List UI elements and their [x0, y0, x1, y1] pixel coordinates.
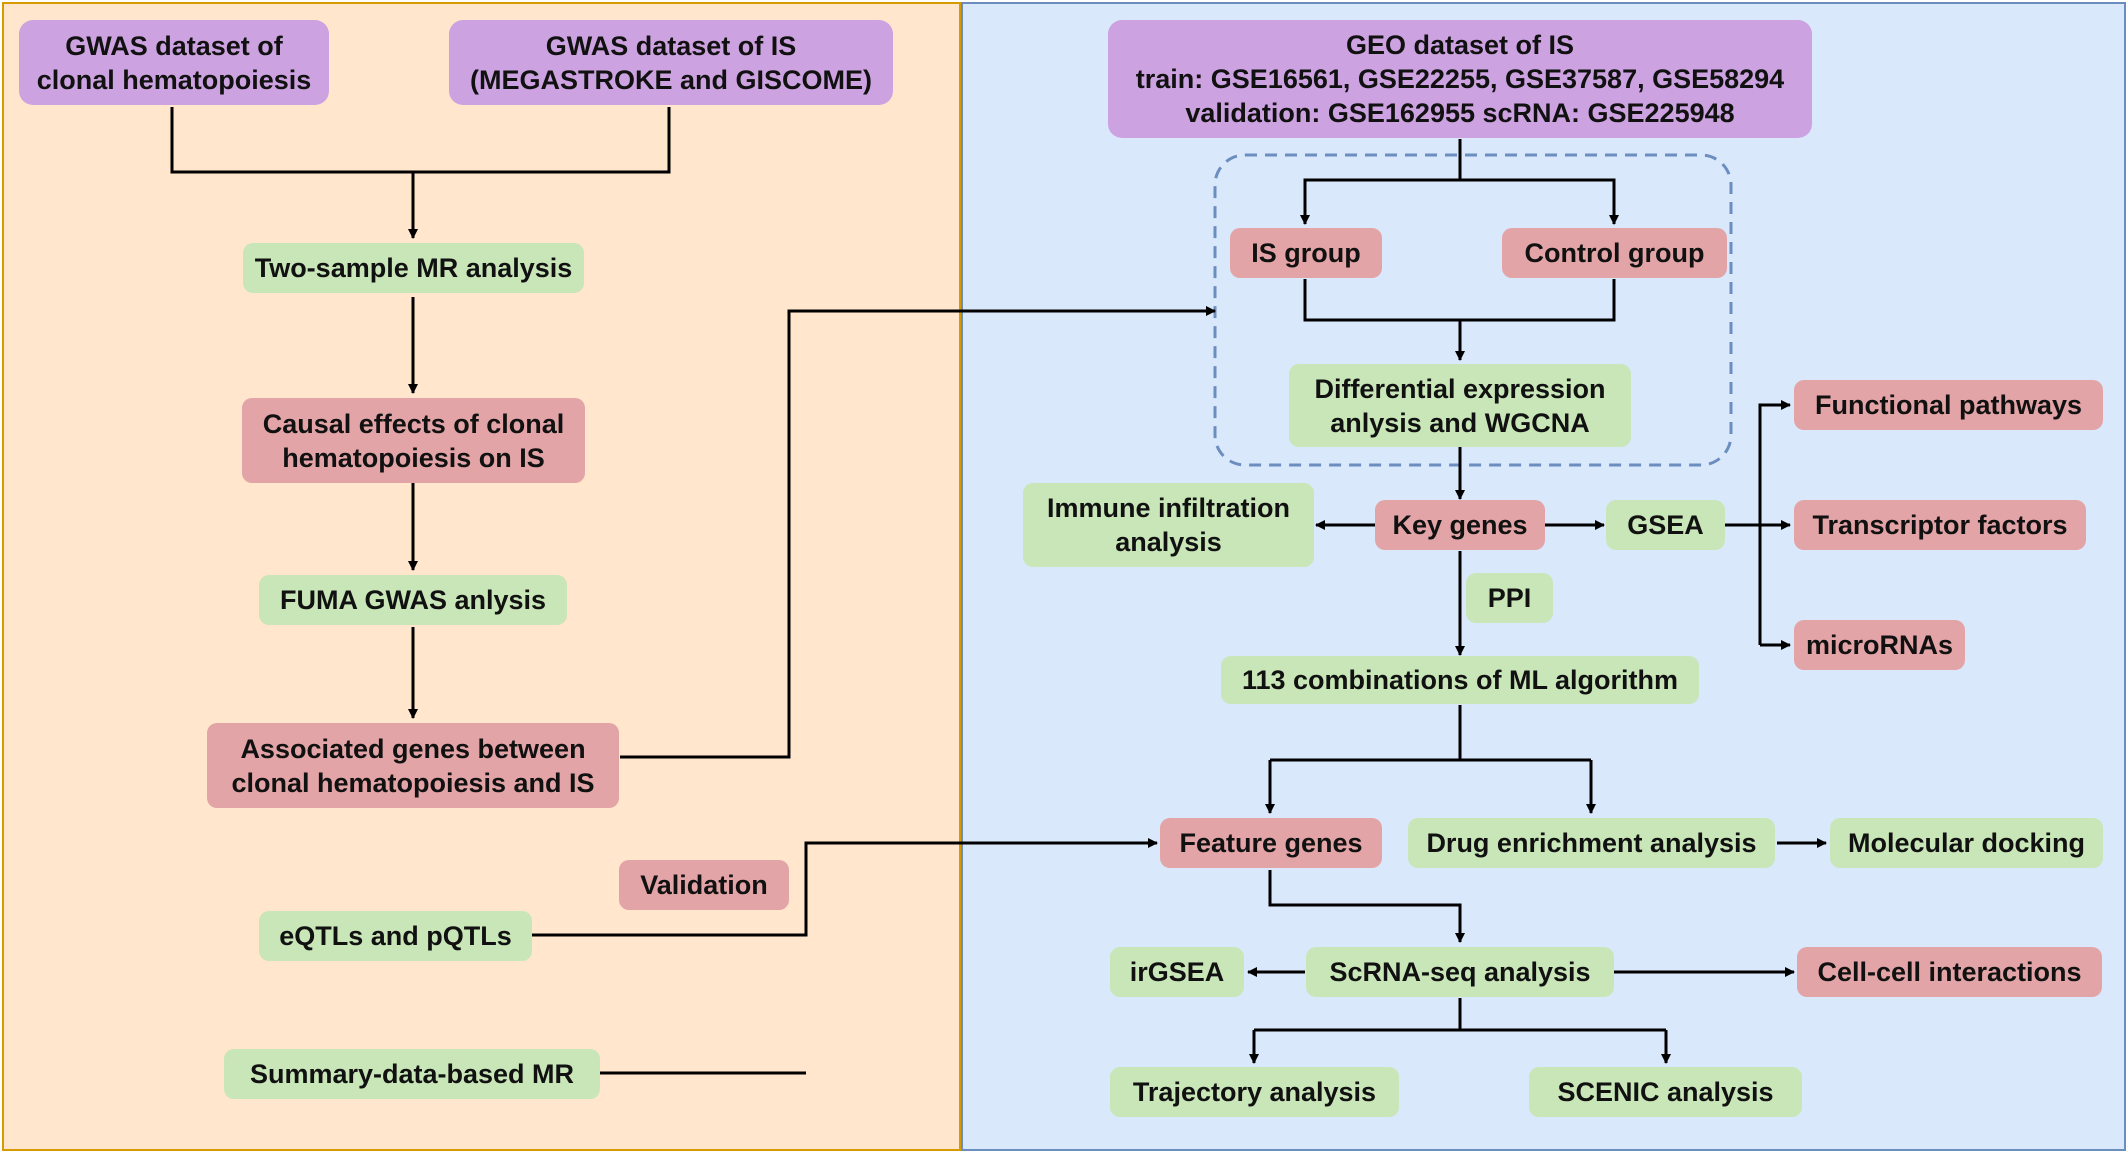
- two-sample-mr-node: Two-sample MR analysis: [243, 243, 584, 293]
- node-label: Validation: [640, 870, 768, 900]
- node-line: anlysis and WGCNA: [1330, 407, 1590, 438]
- node-label: PPI: [1487, 583, 1532, 613]
- control-group-node: Control group: [1502, 228, 1727, 278]
- node-label: Functional pathways: [1814, 390, 2083, 420]
- node-label: Two-sample MR analysis: [254, 253, 573, 283]
- molecular-docking-node: Molecular docking: [1830, 818, 2103, 868]
- geo-dataset-node: GEO dataset of IS train: GSE16561, GSE22…: [1108, 20, 1812, 138]
- node-line: clonal hematopoiesis and IS: [231, 767, 595, 798]
- node-label: ScRNA-seq analysis: [1329, 957, 1591, 987]
- node-line: Differential expression: [1314, 373, 1606, 404]
- node-line: GEO dataset of IS: [1345, 30, 1575, 60]
- summary-data-mr-node: Summary-data-based MR: [224, 1049, 600, 1099]
- transcriptor-factors-node: Transcriptor factors: [1794, 500, 2086, 550]
- node-line: Immune infiltration: [1047, 493, 1290, 523]
- node-label: Trajectory analysis: [1132, 1077, 1377, 1107]
- node-label: Summary-data-based MR: [249, 1059, 575, 1089]
- node-label: microRNAs: [1805, 630, 1954, 660]
- associated-genes-node: Associated genes between clonal hematopo…: [207, 723, 619, 808]
- validation-node: Validation: [619, 860, 789, 910]
- node-label: IS group: [1251, 238, 1361, 268]
- node-line: Associated genes between: [240, 733, 586, 764]
- arrow-to-functional-pathways: [1758, 400, 1791, 645]
- node-line: train: GSE16561, GSE22255, GSE37587, GSE…: [1135, 64, 1785, 94]
- fuma-gwas-node: FUMA GWAS anlysis: [259, 575, 567, 625]
- ppi-node: PPI: [1466, 573, 1553, 623]
- cell-cell-interactions-node: Cell-cell interactions: [1797, 947, 2102, 997]
- geo-branch-line: [1303, 178, 1616, 223]
- gwas-clonal-hematopoiesis-node: GWAS dataset of clonal hematopoiesis: [19, 20, 329, 105]
- node-label: FUMA GWAS anlysis: [279, 585, 547, 615]
- micrornas-node: microRNAs: [1794, 620, 1965, 670]
- node-line: (MEGASTROKE and GISCOME): [469, 64, 872, 95]
- trajectory-analysis-node: Trajectory analysis: [1110, 1067, 1399, 1117]
- gsea-node: GSEA: [1606, 500, 1725, 550]
- irgsea-node: irGSEA: [1110, 947, 1244, 997]
- node-label: eQTLs and pQTLs: [279, 921, 512, 951]
- gwas-merge-line: [170, 107, 671, 174]
- node-line: GWAS dataset of: [65, 30, 283, 61]
- node-label: Drug enrichment analysis: [1426, 828, 1757, 858]
- arrow-associated-to-deg-group: [620, 306, 1216, 759]
- arrow-to-scrna: [1268, 870, 1465, 943]
- node-label: Cell-cell interactions: [1817, 957, 2082, 987]
- immune-infiltration-node: Immune infiltration analysis: [1023, 483, 1314, 567]
- node-line: analysis: [1115, 527, 1222, 557]
- node-line: hematopoiesis on IS: [282, 442, 545, 473]
- eqtls-pqtls-node: eQTLs and pQTLs: [259, 911, 532, 961]
- functional-pathways-node: Functional pathways: [1794, 380, 2103, 430]
- differential-expression-wgcna-node: Differential expression anlysis and WGCN…: [1289, 364, 1631, 447]
- node-label: Molecular docking: [1847, 828, 2086, 858]
- node-label: 113 combinations of ML algorithm: [1241, 665, 1679, 695]
- node-line: validation: GSE162955 scRNA: GSE225948: [1185, 98, 1735, 128]
- key-genes-node: Key genes: [1375, 500, 1545, 550]
- feature-genes-node: Feature genes: [1160, 818, 1382, 868]
- causal-effects-node: Causal effects of clonal hematopoiesis o…: [242, 398, 585, 483]
- node-label: Key genes: [1392, 510, 1528, 540]
- gwas-is-node: GWAS dataset of IS (MEGASTROKE and GISCO…: [449, 20, 893, 105]
- node-line: Causal effects of clonal: [262, 408, 565, 439]
- node-line: clonal hematopoiesis: [36, 64, 312, 95]
- arrow-validation-to-feature-genes: [532, 838, 1158, 937]
- drug-enrichment-node: Drug enrichment analysis: [1408, 818, 1775, 868]
- scenic-analysis-node: SCENIC analysis: [1529, 1067, 1802, 1117]
- node-label: GSEA: [1627, 510, 1704, 540]
- group-merge-line: [1303, 279, 1616, 322]
- ml-algorithm-node: 113 combinations of ML algorithm: [1221, 656, 1699, 704]
- node-label: Control group: [1524, 238, 1705, 268]
- node-label: Transcriptor factors: [1812, 510, 2068, 540]
- node-line: GWAS dataset of IS: [545, 30, 797, 61]
- node-label: Feature genes: [1179, 828, 1363, 858]
- node-label: irGSEA: [1129, 957, 1225, 987]
- scrna-seq-node: ScRNA-seq analysis: [1306, 947, 1614, 997]
- is-group-node: IS group: [1230, 228, 1382, 278]
- node-label: SCENIC analysis: [1557, 1077, 1774, 1107]
